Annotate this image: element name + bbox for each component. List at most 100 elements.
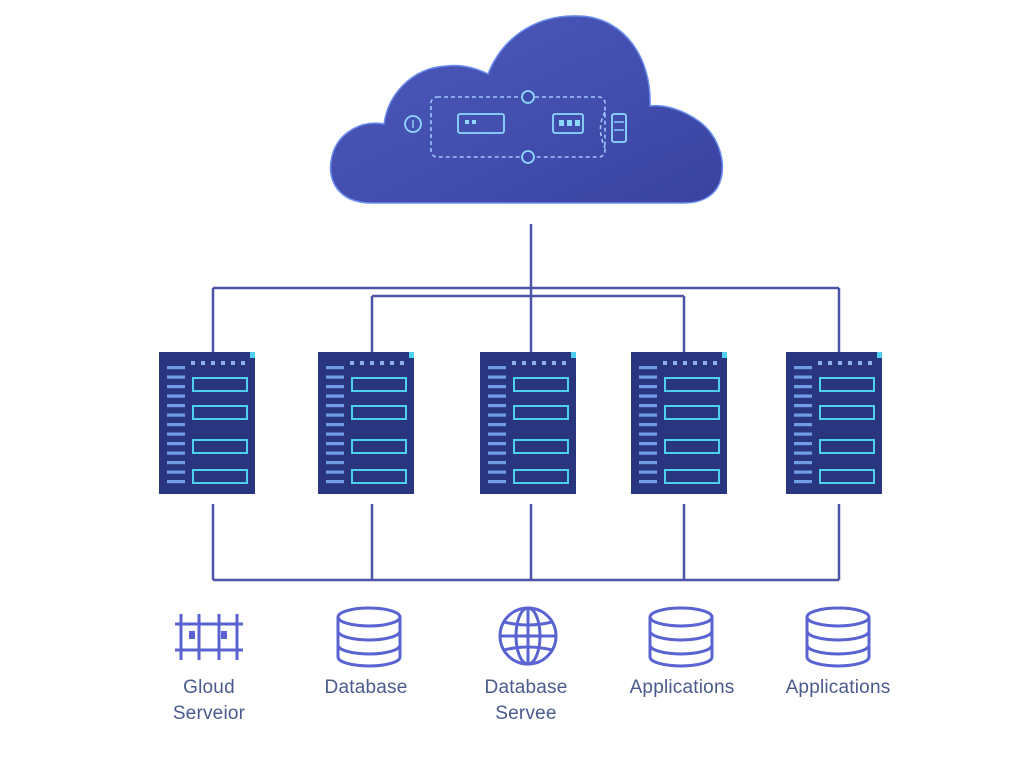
- db-band: [805, 630, 871, 642]
- vent-line: [794, 394, 812, 398]
- chip-dots: [465, 120, 580, 126]
- vent-line: [167, 413, 185, 417]
- vent-line: [326, 432, 344, 436]
- status-led: [663, 361, 667, 365]
- vent-line: [794, 480, 812, 484]
- vent-line: [794, 423, 812, 427]
- vent-line: [167, 366, 185, 370]
- corner-indicator: [571, 352, 576, 358]
- node-caption-line: Applications: [785, 677, 891, 698]
- status-led: [380, 361, 384, 365]
- status-led: [818, 361, 822, 365]
- drive-slot: [192, 377, 248, 392]
- status-led: [683, 361, 687, 365]
- node-caption-line: Gloud: [183, 677, 235, 698]
- vent-line: [167, 470, 185, 474]
- drive-slot: [819, 405, 875, 420]
- status-led: [512, 361, 516, 365]
- node-caption: Applications: [763, 675, 913, 701]
- vent-line: [326, 461, 344, 465]
- db-body: [805, 617, 871, 668]
- node-caption: Database: [291, 675, 441, 701]
- lower-connectors: [211, 504, 841, 582]
- chip-icon-2: [552, 113, 584, 134]
- vent-line: [639, 423, 657, 427]
- vent-line: [326, 413, 344, 417]
- node-icon: [404, 115, 422, 133]
- vent-line: [794, 470, 812, 474]
- server-rack: [631, 352, 727, 494]
- vent-line: [488, 366, 506, 370]
- drive-slot: [819, 377, 875, 392]
- vent-line: [488, 480, 506, 484]
- server-rack: [786, 352, 882, 494]
- drive-slot: [351, 469, 407, 484]
- status-led: [552, 361, 556, 365]
- drive-slot: [664, 469, 720, 484]
- node-icon-row: [175, 606, 871, 668]
- database-icon: [805, 606, 871, 668]
- node-caption-line: Applications: [629, 677, 735, 698]
- status-led: [390, 361, 394, 365]
- vent-line: [488, 470, 506, 474]
- status-led: [360, 361, 364, 365]
- cloud-shape: [329, 15, 724, 204]
- circuit-frame: [430, 96, 606, 158]
- node-caption: Applications: [607, 675, 757, 701]
- network-grid-icon: [175, 614, 243, 660]
- grid-node: [189, 631, 195, 639]
- server-rack: [480, 352, 576, 494]
- status-led: [693, 361, 697, 365]
- status-led: [370, 361, 374, 365]
- vent-line: [639, 385, 657, 389]
- vent-line: [326, 366, 344, 370]
- vent-line: [167, 432, 185, 436]
- drive-slot: [192, 469, 248, 484]
- status-led: [191, 361, 195, 365]
- db-body: [648, 617, 714, 668]
- node-caption-line: Database: [484, 677, 568, 698]
- chip-dot: [559, 120, 564, 126]
- vent-line: [794, 413, 812, 417]
- vent-line: [488, 461, 506, 465]
- drive-slot: [819, 469, 875, 484]
- vent-line: [639, 480, 657, 484]
- database-icon: [336, 606, 402, 668]
- vent-line: [639, 442, 657, 446]
- db-band: [648, 644, 714, 656]
- vent-line: [167, 442, 185, 446]
- corner-indicator: [409, 352, 414, 358]
- vent-line: [167, 385, 185, 389]
- vent-line: [794, 404, 812, 408]
- vent-line: [639, 432, 657, 436]
- server-row: [159, 352, 882, 494]
- drive-slot: [513, 405, 569, 420]
- vent-line: [488, 375, 506, 379]
- status-led: [532, 361, 536, 365]
- vent-line: [488, 404, 506, 408]
- drive-slot: [351, 439, 407, 454]
- drive-slot: [819, 439, 875, 454]
- globe-latitude: [503, 645, 553, 652]
- database-icon: [648, 606, 714, 668]
- vent-line: [488, 394, 506, 398]
- circuit-right-arc: [599, 111, 606, 149]
- vent-line: [488, 423, 506, 427]
- vent-line: [488, 413, 506, 417]
- drive-slot: [664, 439, 720, 454]
- status-led: [201, 361, 205, 365]
- status-led: [673, 361, 677, 365]
- bottom-connector-icon: [521, 150, 535, 164]
- db-band: [336, 630, 402, 642]
- grid-node: [221, 631, 227, 639]
- drive-slot: [513, 377, 569, 392]
- db-band: [648, 630, 714, 642]
- vent-line: [326, 480, 344, 484]
- drive-slot: [513, 439, 569, 454]
- vent-line: [639, 404, 657, 408]
- db-band: [805, 644, 871, 656]
- drive-slot: [664, 377, 720, 392]
